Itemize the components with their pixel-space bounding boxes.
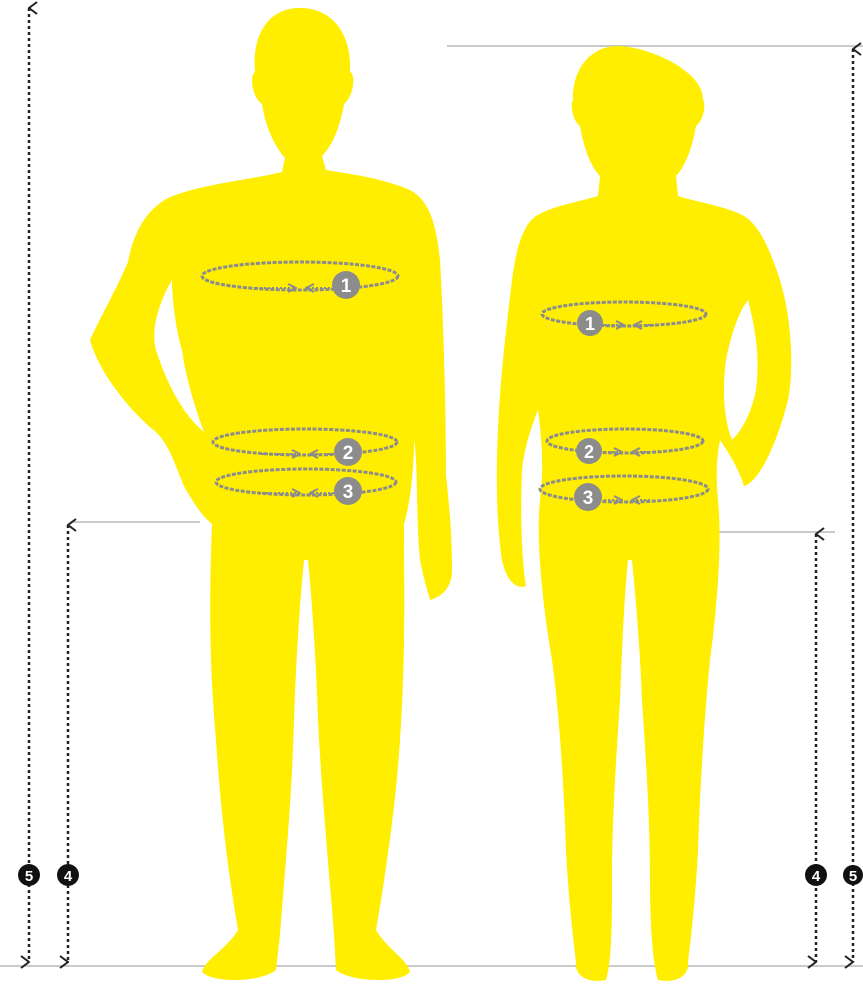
woman-ring-label-3: 3 [583,488,594,509]
woman-silhouette [497,46,791,981]
woman-height-label-4: 4 [812,868,821,885]
woman-figure [497,46,791,981]
woman-full-height-arrow: 5 [843,49,863,962]
man-full-height-arrow: 5 [18,8,40,962]
woman-ring-label-1: 1 [585,314,595,334]
man-ring-label-3: 3 [343,482,354,503]
woman-ring-label-2: 2 [584,442,594,462]
woman-inseam-arrow: 4 [805,534,827,962]
man-height-label-5: 5 [25,868,33,885]
man-height-markers: 5 4 [18,8,79,962]
man-inseam-arrow: 4 [57,525,79,962]
woman-height-markers: 4 5 [805,49,863,962]
man-height-label-4: 4 [64,868,73,885]
man-ring-label-1: 1 [341,276,352,297]
man-ring-label-2: 2 [343,443,354,464]
woman-height-label-5: 5 [849,868,857,885]
